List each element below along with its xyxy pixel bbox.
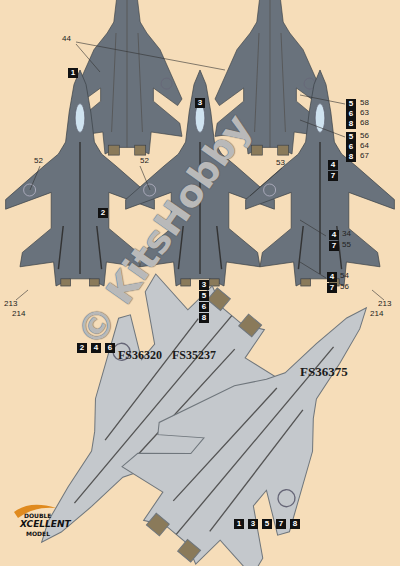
callout-number: 4 — [331, 160, 335, 169]
callout-box: 4 — [327, 272, 337, 282]
callout-number: 44 — [62, 34, 71, 44]
callout-number: 3 — [198, 98, 202, 107]
callout-box: 8 — [290, 519, 300, 529]
callout-number: 8 — [202, 313, 206, 322]
callout-number: 5 — [265, 519, 269, 528]
callout-number: 5 — [349, 99, 353, 108]
callout-box: 7 — [327, 283, 337, 293]
callout-number: 8 — [349, 119, 353, 128]
callout-box: 5 — [346, 132, 356, 142]
callout-number: 4 — [332, 230, 336, 239]
callout-number: 54 — [340, 271, 349, 281]
callout-box: 2 — [77, 343, 87, 353]
callout-number: 2 — [80, 343, 84, 352]
callout-number: 4 — [330, 272, 334, 281]
callout-box: 7 — [276, 519, 286, 529]
callout-number: 55 — [342, 240, 351, 250]
callout-box: 5 — [199, 291, 209, 301]
callout-number: 8 — [293, 519, 297, 528]
callout-number: 6 — [349, 142, 353, 151]
callout-number: 58 — [360, 98, 369, 108]
callout-number: 68 — [360, 118, 369, 128]
brand-logo: MODEL — [26, 530, 50, 537]
callout-box: 8 — [346, 152, 356, 162]
callout-box: 3 — [195, 98, 205, 108]
callout-number: 52 — [34, 156, 43, 166]
callout-number: 3 — [202, 280, 206, 289]
color-code: FS36320 — [118, 348, 162, 362]
callout-number: 2 — [101, 208, 105, 217]
callout-number: 214 — [12, 309, 25, 319]
callout-number: 1 — [237, 519, 241, 528]
callout-box: 5 — [262, 519, 272, 529]
callout-number: 213 — [4, 299, 17, 309]
callout-number: 53 — [276, 158, 285, 168]
callout-box: 6 — [346, 109, 356, 119]
callout-box: 3 — [248, 519, 258, 529]
callout-number: 8 — [349, 152, 353, 161]
callout-box: 8 — [199, 313, 209, 323]
callout-number: 56 — [360, 131, 369, 141]
callout-box: 1 — [234, 519, 244, 529]
callout-box: 5 — [346, 99, 356, 109]
callout-box: 1 — [68, 68, 78, 78]
callout-number: 214 — [370, 309, 383, 319]
callout-number: 6 — [202, 302, 206, 311]
callout-number: 213 — [378, 299, 391, 309]
callout-box: 8 — [346, 119, 356, 129]
brand-logo: XCELLENT — [20, 519, 71, 529]
callout-box: 7 — [328, 171, 338, 181]
callout-box: 4 — [328, 160, 338, 170]
callout-number: 34 — [342, 229, 351, 239]
callout-number: 52 — [140, 156, 149, 166]
callout-number: 56 — [340, 282, 349, 292]
callout-box: 3 — [199, 280, 209, 290]
brand-logo: DOUBLE — [24, 512, 51, 519]
callout-box: 2 — [98, 208, 108, 218]
callout-number: 63 — [360, 108, 369, 118]
callout-number: 7 — [279, 519, 283, 528]
callout-number: 64 — [360, 141, 369, 151]
callout-number: 7 — [330, 283, 334, 292]
callout-number: 1 — [71, 68, 75, 77]
callout-box: 4 — [329, 230, 339, 240]
callout-box: 6 — [346, 142, 356, 152]
color-code: FS36375 — [300, 364, 348, 379]
color-code: FS35237 — [172, 348, 216, 362]
callout-number: 67 — [360, 151, 369, 161]
callout-number: 6 — [349, 109, 353, 118]
callout-box: 7 — [329, 241, 339, 251]
callout-box: 6 — [199, 302, 209, 312]
callout-number: 5 — [349, 132, 353, 141]
callout-number: 3 — [251, 519, 255, 528]
callout-number: 7 — [332, 241, 336, 250]
callout-number: 7 — [331, 171, 335, 180]
callout-number: 5 — [202, 291, 206, 300]
